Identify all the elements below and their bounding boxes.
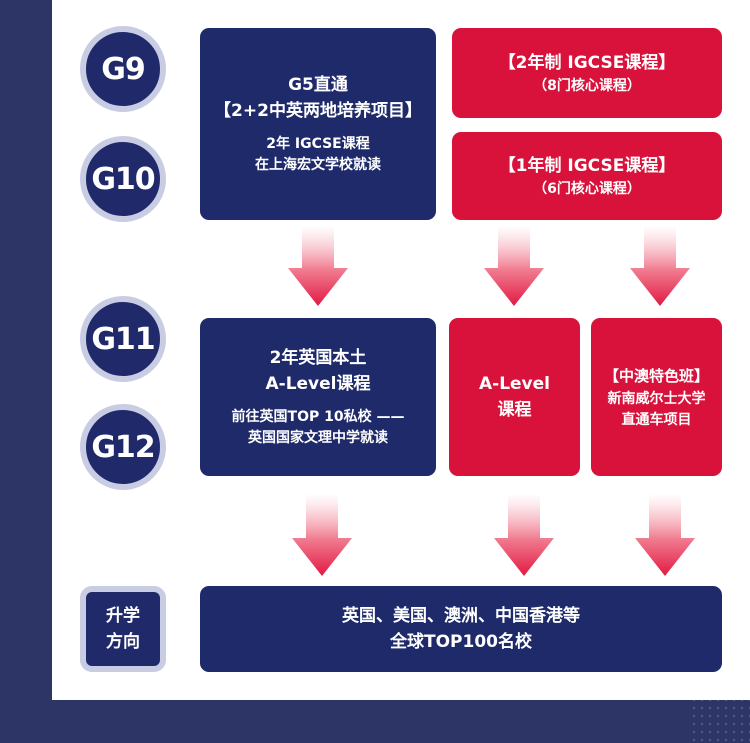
down-arrow-icon	[292, 494, 352, 576]
grade-g10-label: G10	[91, 161, 155, 197]
alevel-course-box: A-Level 课程	[449, 318, 580, 476]
sino-aus-class-title: 【中澳特色班】	[603, 367, 709, 385]
down-arrow-icon	[288, 226, 348, 306]
destination-regions: 英国、美国、澳洲、中国香港等	[342, 606, 580, 626]
alevel-course-line1: A-Level	[478, 374, 550, 394]
g5-direct-course: 2年 IGCSE课程	[266, 136, 370, 152]
uk-alevel-note1: 前往英国TOP 10私校 ——	[231, 409, 405, 425]
igcse-1year-title: 【1年制 IGCSE课程】	[498, 155, 676, 176]
igcse-1year-note: （6门核心课程）	[533, 180, 641, 197]
uk-alevel-note2: 英国国家文理中学就读	[248, 430, 388, 446]
g5-direct-title: G5直通	[288, 75, 348, 95]
destination-badge-line2: 方向	[106, 632, 140, 652]
down-arrow-icon	[494, 494, 554, 576]
igcse-2year-box: 【2年制 IGCSE课程】 （8门核心课程）	[452, 28, 722, 118]
sino-aus-class-university: 新南威尔士大学	[607, 391, 706, 407]
down-arrow-icon	[484, 226, 544, 306]
g5-direct-subtitle: 【2+2中英两地培养项目】	[214, 101, 422, 121]
uk-alevel-title1: 2年英国本土	[269, 348, 367, 368]
igcse-2year-title: 【2年制 IGCSE课程】	[498, 52, 676, 73]
uk-alevel-title2: A-Level课程	[265, 374, 371, 394]
down-arrow-icon	[630, 226, 690, 306]
pathway-panel: G9 G10 G11 G12 升学 方向 G5直通 【2+2中英两地培养项目】 …	[52, 0, 750, 700]
destination-badge-line1: 升学	[106, 606, 140, 626]
grade-g10-badge: G10	[80, 136, 166, 222]
grade-g11-label: G11	[91, 321, 155, 357]
grade-g11-badge: G11	[80, 296, 166, 382]
uk-alevel-box: 2年英国本土 A-Level课程 前往英国TOP 10私校 —— 英国国家文理中…	[200, 318, 436, 476]
grade-g9-label: G9	[101, 51, 145, 87]
g5-direct-school: 在上海宏文学校就读	[255, 157, 381, 173]
alevel-course-line2: 课程	[497, 400, 532, 420]
grade-g12-badge: G12	[80, 404, 166, 490]
g5-direct-program-box: G5直通 【2+2中英两地培养项目】 2年 IGCSE课程 在上海宏文学校就读	[200, 28, 436, 220]
destination-badge: 升学 方向	[80, 586, 166, 672]
igcse-2year-note: （8门核心课程）	[533, 77, 641, 94]
igcse-1year-box: 【1年制 IGCSE课程】 （6门核心课程）	[452, 132, 722, 220]
sino-aus-class-box: 【中澳特色班】 新南威尔士大学 直通车项目	[591, 318, 722, 476]
grade-g12-label: G12	[91, 429, 155, 465]
destination-schools: 全球TOP100名校	[390, 632, 532, 652]
grade-g9-badge: G9	[80, 26, 166, 112]
destination-box: 英国、美国、澳洲、中国香港等 全球TOP100名校	[200, 586, 722, 672]
sino-aus-class-program: 直通车项目	[621, 412, 692, 428]
down-arrow-icon	[635, 494, 695, 576]
